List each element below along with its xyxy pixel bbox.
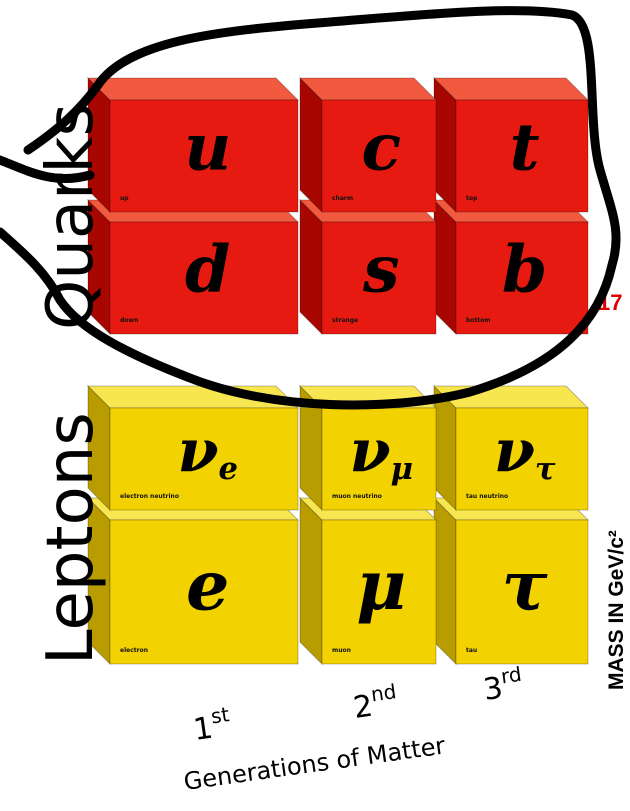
cube-side-face <box>434 200 456 334</box>
particle-name: tau neutrino <box>466 493 508 500</box>
particle-cube-tau: τ tau <box>434 498 588 664</box>
generation-suffix: st <box>209 702 231 728</box>
particle-name: strange <box>332 317 358 324</box>
particle-name: muon <box>332 647 351 654</box>
particle-symbol: μ <box>356 546 406 626</box>
particle-symbol: τ <box>502 546 548 626</box>
particle-symbol: b <box>502 231 547 307</box>
generation-suffix: nd <box>369 679 397 706</box>
particle-symbol: u <box>184 109 231 185</box>
particle-subscript: e <box>219 451 238 487</box>
particle-cube-electron: e electron <box>88 498 298 664</box>
cube-top-face <box>300 78 436 100</box>
particle-cube-top: t top <box>434 78 588 212</box>
particle-name: electron neutrino <box>120 493 179 500</box>
particle-symbol: e <box>186 546 229 626</box>
particle-cube-strange: s strange <box>300 200 436 334</box>
generation-labels: 1st 2nd 3rd <box>190 662 525 748</box>
cube-side-face <box>300 200 322 334</box>
particle-cube-down: d down <box>88 200 298 334</box>
particle-cube-muon: μ muon <box>300 498 436 664</box>
leptons-label: Leptons <box>34 412 108 665</box>
particle-cube-charm: c charm <box>300 78 436 212</box>
particle-subscript: τ <box>535 451 556 487</box>
generation-suffix: rd <box>499 662 523 689</box>
particle-cube-bottom: b bottom <box>434 200 588 334</box>
generation-label-3: 3rd <box>480 662 525 708</box>
axis-title: Generations of Matter <box>182 732 447 796</box>
particle-symbol: c <box>361 109 401 185</box>
particle-symbol: t <box>510 109 540 185</box>
particle-symbol: d <box>185 231 230 307</box>
generation-label-2: 2nd <box>350 679 400 726</box>
particle-name: top <box>466 195 478 202</box>
cube-top-face <box>434 78 588 100</box>
cube-side-face <box>434 498 456 664</box>
cube-top-face <box>88 78 298 100</box>
particle-symbol: s <box>362 231 400 307</box>
particle-name: up <box>120 195 129 202</box>
particle-name: muon neutrino <box>332 493 382 500</box>
cube-side-face <box>434 78 456 212</box>
particle-name: down <box>120 317 138 324</box>
particle-name: electron <box>120 647 148 654</box>
cube-side-face <box>300 78 322 212</box>
particle-cube-up: u up <box>88 78 298 212</box>
particle-subscript: μ <box>391 451 413 487</box>
particle-name: charm <box>332 195 353 202</box>
mass-axis-label: MASS IN GeV/c² <box>605 530 628 690</box>
particle-name: tau <box>466 647 477 654</box>
cube-side-face <box>300 498 322 664</box>
generation-label-1: 1st <box>190 702 233 748</box>
particle-name: bottom <box>466 317 491 324</box>
